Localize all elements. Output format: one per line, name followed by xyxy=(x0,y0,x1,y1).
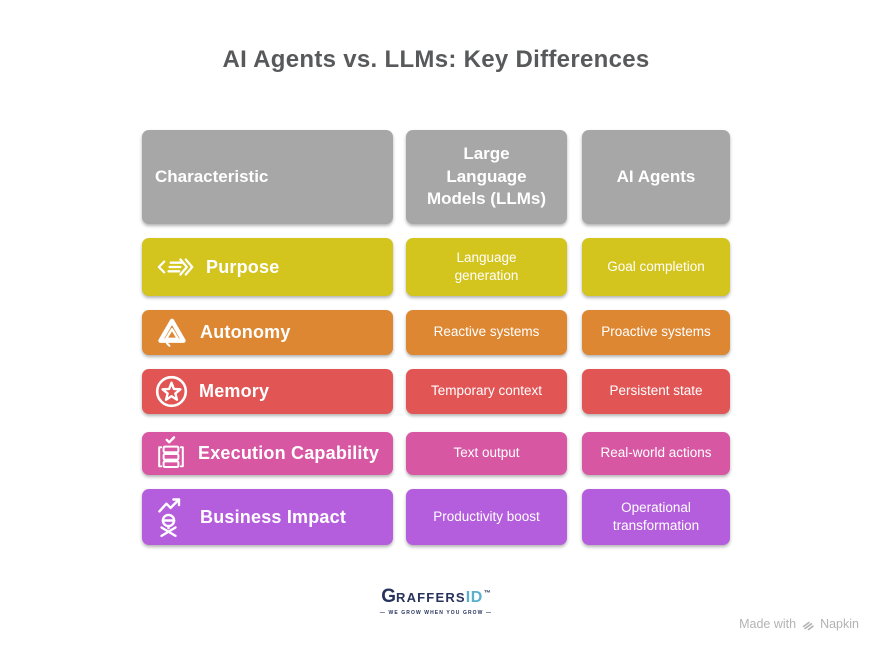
row-label-autonomy: Autonomy xyxy=(142,310,393,355)
header-characteristic: Characteristic xyxy=(142,130,393,224)
napkin-credit: Made with Napkin xyxy=(739,617,859,631)
made-with-label: Made with xyxy=(739,617,797,631)
logo-tagline: — WE GROW WHEN YOU GROW — xyxy=(379,610,493,616)
trademark-mark: ™ xyxy=(483,590,491,597)
row-label-text: Memory xyxy=(199,381,270,401)
table-row: Execution Capability Text output Real-wo… xyxy=(142,432,730,475)
page-title: AI Agents vs. LLMs: Key Differences xyxy=(222,46,650,73)
napkin-label: Napkin xyxy=(820,617,859,631)
rounded-triangle-icon xyxy=(155,317,189,349)
header-characteristic-label: Characteristic xyxy=(155,166,269,186)
header-llms: Large Language Models (LLMs) xyxy=(406,130,567,224)
cell-llm: Temporary context xyxy=(406,369,567,414)
row-label-text: Purpose xyxy=(206,256,280,277)
row-label-text: Execution Capability xyxy=(198,443,380,463)
cell-agent: Real-world actions xyxy=(582,432,730,475)
cell-llm: Productivity boost xyxy=(406,489,567,545)
logo-id: ID xyxy=(465,589,483,606)
table-header-row: Characteristic Large Language Models (LL… xyxy=(142,130,730,224)
row-label-text: Business Impact xyxy=(200,506,347,527)
header-agents: AI Agents xyxy=(582,130,730,224)
row-label-memory: Memory xyxy=(142,369,393,414)
checked-stack-icon xyxy=(155,435,187,473)
row-label-execution: Execution Capability xyxy=(142,432,393,475)
cell-agent: Proactive systems xyxy=(582,310,730,355)
logo-raffers: RAFFERS xyxy=(395,590,466,605)
transfer-arrows-icon xyxy=(155,253,195,281)
row-label-text: Autonomy xyxy=(200,322,291,342)
table-row: Business Impact Productivity boost Opera… xyxy=(142,489,730,545)
napkin-icon xyxy=(801,617,815,631)
cell-llm: Language generation xyxy=(406,238,567,296)
header-agents-label: AI Agents xyxy=(616,166,696,186)
row-label-business: Business Impact xyxy=(142,489,393,545)
growth-person-icon xyxy=(155,496,189,538)
row-label-purpose: Purpose xyxy=(142,238,393,296)
table-row: Autonomy Reactive systems Proactive syst… xyxy=(142,310,730,355)
cell-llm: Text output xyxy=(406,432,567,475)
table-row: Memory Temporary context Persistent stat… xyxy=(142,369,730,414)
star-circle-icon xyxy=(155,375,188,408)
cell-agent: Persistent state xyxy=(582,369,730,414)
table-row: Purpose Language generation Goal complet… xyxy=(142,238,730,296)
cell-agent: Operational transformation xyxy=(582,489,730,545)
header-llms-label: Large Language Models (LLMs) xyxy=(427,143,546,209)
cell-agent: Goal completion xyxy=(582,238,730,296)
cell-llm: Reactive systems xyxy=(406,310,567,355)
logo-letter-g: G xyxy=(381,586,396,607)
